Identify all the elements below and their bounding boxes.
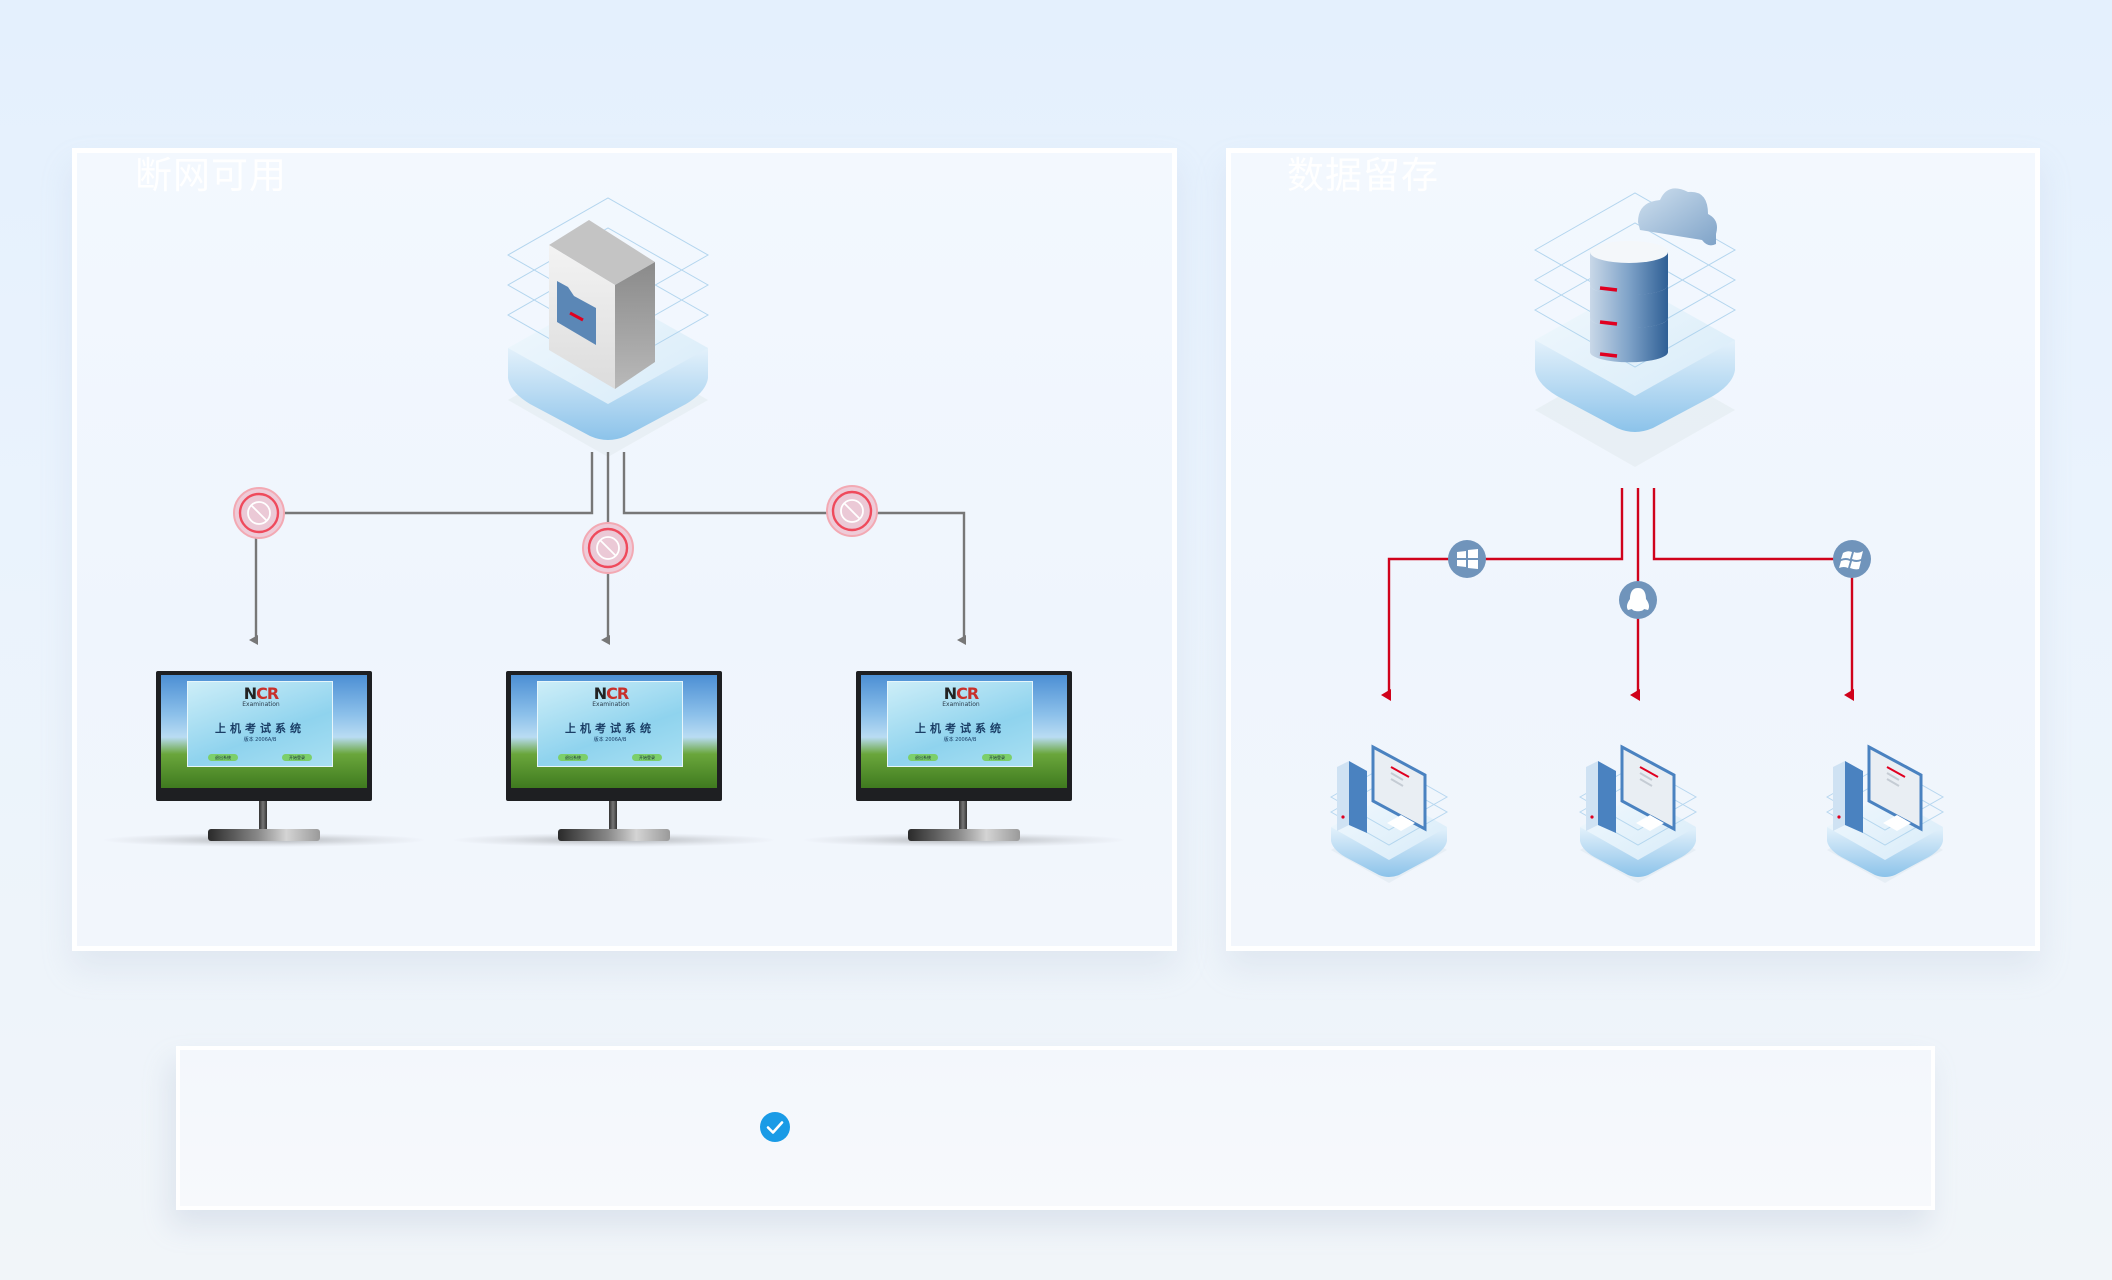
monitor-screen: NCR Examination 上机考试系统 版本 2006A/B 退出系统 开… [161,675,367,788]
monitor-neck [259,801,267,831]
login-button: 开始登录 [982,754,1012,761]
qq-penguin-icon [1619,581,1657,619]
feature-summary-bar [176,1046,1935,1210]
cloud-database-icon [1533,188,1737,467]
exam-version: 版本 2006A/B [593,737,627,743]
monitor-base [908,829,1020,841]
exam-monitor: NCR Examination 上机考试系统 版本 2006A/B 退出系统 开… [104,671,424,851]
disconnected-icon [582,522,634,574]
exam-login-dialog: NCR Examination 上机考试系统 版本 2006A/B 退出系统 开… [887,681,1033,767]
monitor-frame: NCR Examination 上机考试系统 版本 2006A/B 退出系统 开… [156,671,372,801]
exit-button: 退出系统 [908,754,938,761]
check-mark [766,1121,784,1134]
panel-title: 断网可用 [135,154,287,197]
monitor-screen: NCR Examination 上机考试系统 版本 2006A/B 退出系统 开… [511,675,717,788]
desktop-computer-icon [1578,744,1698,883]
ncr-logo: NCR Examination [592,684,630,709]
monitor-frame: NCR Examination 上机考试系统 版本 2006A/B 退出系统 开… [856,671,1072,801]
exit-button: 退出系统 [558,754,588,761]
windows-icon [1448,540,1486,578]
file-server-icon [506,197,710,457]
exam-system-title: 上机考试系统 [215,722,305,735]
monitor-frame: NCR Examination 上机考试系统 版本 2006A/B 退出系统 开… [506,671,722,801]
exam-system-title: 上机考试系统 [915,722,1005,735]
exam-login-dialog: NCR Examination 上机考试系统 版本 2006A/B 退出系统 开… [537,681,683,767]
desktop-computer-icon [1825,744,1945,883]
monitor-neck [959,801,967,831]
monitor-base [558,829,670,841]
exam-version: 版本 2006A/B [243,737,277,743]
login-button: 开始登录 [282,754,312,761]
exam-system-title: 上机考试系统 [565,722,655,735]
exam-monitor: NCR Examination 上机考试系统 版本 2006A/B 退出系统 开… [804,671,1124,851]
check-circle-icon [760,1112,790,1142]
monitor-screen: NCR Examination 上机考试系统 版本 2006A/B 退出系统 开… [861,675,1067,788]
login-button: 开始登录 [632,754,662,761]
windows-xp-icon [1833,540,1871,578]
desktop-computer-icon [1329,744,1449,883]
monitor-neck [609,801,617,831]
exam-version: 版本 2006A/B [943,737,977,743]
ncr-logo: NCR Examination [942,684,980,709]
data-sync-lines [1381,488,1854,701]
exit-button: 退出系统 [208,754,238,761]
monitor-base [208,829,320,841]
ncr-logo: NCR Examination [242,684,280,709]
panel-title: 数据留存 [1287,154,1439,197]
exam-monitor: NCR Examination 上机考试系统 版本 2006A/B 退出系统 开… [454,671,774,851]
disconnected-icon [826,485,878,537]
exam-login-dialog: NCR Examination 上机考试系统 版本 2006A/B 退出系统 开… [187,681,333,767]
disconnected-icon [233,487,285,539]
